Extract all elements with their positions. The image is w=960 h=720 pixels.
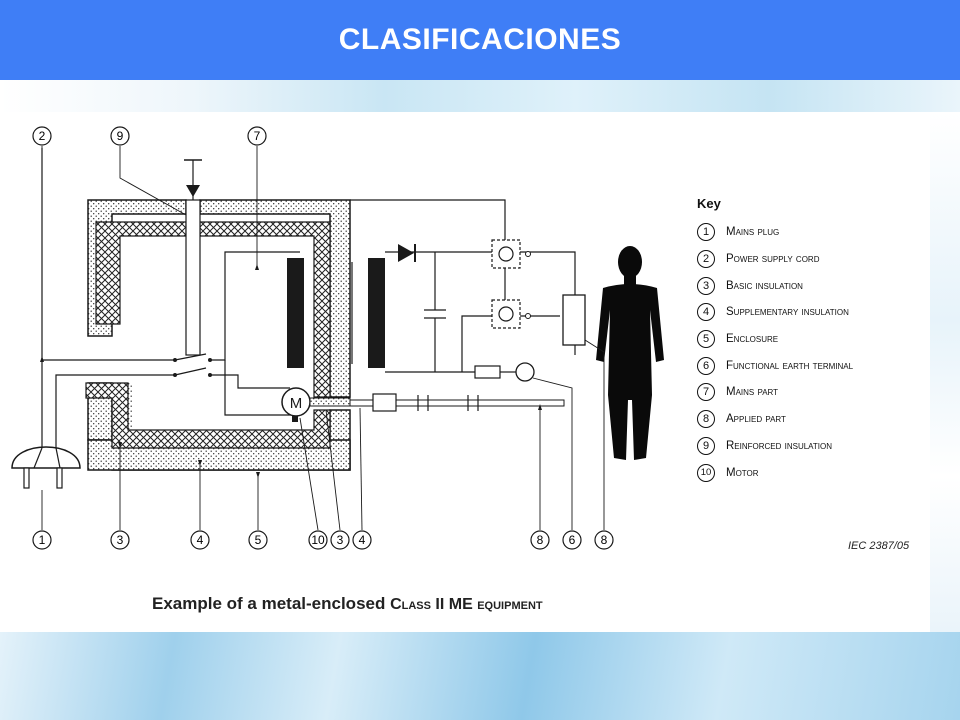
key-number: 2 [697,250,715,269]
motor: M [281,387,565,422]
key-label: Mains plug [726,226,780,239]
figure-caption: Example of a metal-enclosed Class II ME … [152,594,543,614]
svg-text:5: 5 [255,533,262,547]
svg-text:7: 7 [254,129,261,143]
slide-title: CLASIFICACIONES [338,23,622,56]
key-item: 7 Mains part [697,379,929,406]
key-title: Key [697,196,721,211]
class-ii-diagram: M [0,112,930,632]
svg-text:8: 8 [601,533,608,547]
key-number: 1 [697,223,715,242]
key-item: 2 Power supply cord [697,246,929,273]
reinforced-insulation-feedthrough [184,159,202,356]
background-band-right [930,112,960,632]
key-number: 3 [697,276,715,295]
svg-text:1: 1 [39,533,46,547]
svg-text:3: 3 [117,533,124,547]
callouts-top: 2 9 7 [32,126,267,146]
leader-arrowheads [40,264,542,478]
svg-text:10: 10 [311,533,325,547]
key-item: 8 Applied part [697,406,929,433]
callouts-bottom: 1 3 4 5 10 3 4 8 6 8 [32,530,614,550]
svg-text:2: 2 [39,129,46,143]
key-label: Basic insulation [726,279,803,292]
key-number: 7 [697,383,715,402]
supply-wiring [41,148,300,455]
key-label: Applied part [726,413,786,426]
caption-class: Class II ME equipment [390,596,543,613]
key-number: 5 [697,330,715,349]
mains-plug-symbol [11,446,81,489]
title-bar: CLASIFICACIONES [0,0,960,80]
key-item: 1 Mains plug [697,219,929,246]
background-band-top [0,80,960,112]
key-number: 10 [697,463,715,482]
key-item: 4 Supplementary insulation [697,299,929,326]
svg-text:9: 9 [117,129,124,143]
key-item: 5 Enclosure [697,326,929,353]
key-item: 6 Functional earth terminal [697,352,929,379]
caption-main: Example of a metal-enclosed [152,594,391,613]
key-label: Reinforced insulation [726,439,833,452]
svg-text:8: 8 [537,533,544,547]
svg-text:3: 3 [337,533,344,547]
key-number: 8 [697,410,715,429]
key-legend: Key 1 Mains plug 2 Power supply cord 3 B… [697,196,929,486]
circuit-drawing: M [11,126,664,550]
leader-lines [41,146,605,531]
key-item: 9 Reinforced insulation [697,433,929,460]
svg-text:M: M [290,395,303,412]
key-number: 6 [697,356,715,375]
background-band-bottom [0,632,960,720]
patient-figure [596,246,664,460]
svg-text:4: 4 [359,533,366,547]
applied-part-box [562,294,586,346]
key-label: Functional earth terminal [726,359,854,372]
key-label: Supplementary insulation [726,306,849,319]
transformer [287,258,385,368]
svg-text:4: 4 [197,533,204,547]
key-label: Mains part [726,386,779,399]
key-label: Power supply cord [726,253,820,266]
key-item: 3 Basic insulation [697,272,929,299]
key-label: Enclosure [726,333,779,346]
key-number: 4 [697,303,715,322]
svg-text:6: 6 [569,533,576,547]
key-label: Motor [726,466,759,479]
key-item: 10 Motor [697,459,929,486]
iec-reference: IEC 2387/05 [848,540,910,552]
functional-earth [474,362,535,382]
isolation-boxes [491,239,531,329]
key-number: 9 [697,436,715,455]
